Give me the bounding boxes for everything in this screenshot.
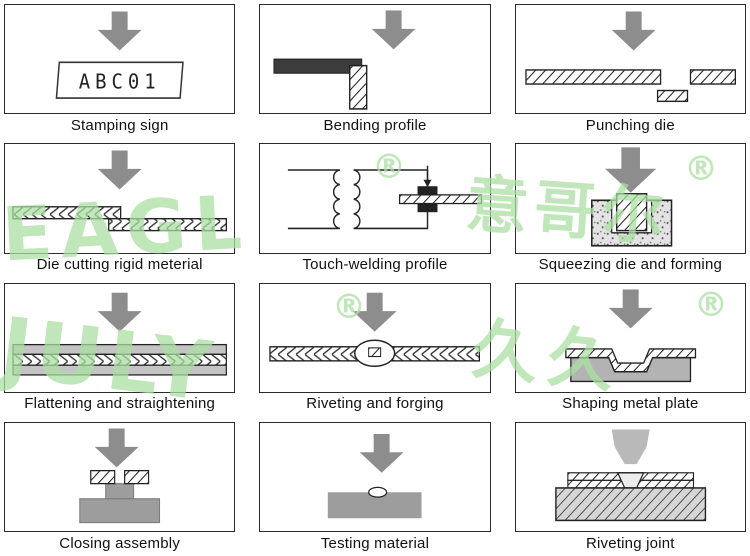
panel-testing-material: Testing material — [259, 421, 491, 554]
electrode-bottom — [417, 203, 438, 213]
transformer-primary-coil — [333, 169, 341, 230]
panel-squeezing-die: Squeezing die and forming — [514, 143, 746, 275]
testing-material-diagram — [328, 433, 422, 519]
caption-testing-material: Testing material — [320, 534, 430, 552]
caption-die-cutting: Die cutting rigid meterial — [36, 256, 203, 273]
punching-die-diagram — [524, 11, 736, 103]
panel-touch-welding: Touch-welding profile — [259, 143, 491, 275]
down-arrow-icon — [372, 10, 416, 50]
electrode-top — [417, 186, 438, 196]
caption-squeezing-die: Squeezing die and forming — [538, 256, 723, 273]
stamping-sign-diagram: ABC01 — [55, 11, 184, 99]
riveting-joint-diagram — [554, 429, 706, 521]
caption-bending-profile: Bending profile — [323, 116, 427, 134]
caption-touch-welding: Touch-welding profile — [302, 256, 448, 273]
panel-riveting-joint: Riveting joint — [514, 421, 746, 554]
squeezing-die-diagram — [590, 147, 672, 247]
down-arrow-icon — [97, 11, 142, 51]
down-arrow-icon — [611, 11, 656, 51]
caption-riveting-forging: Riveting and forging — [306, 395, 444, 413]
caption-stamping-sign: Stamping sign — [70, 116, 169, 134]
down-arrow-icon — [608, 288, 653, 328]
down-arrow-icon — [604, 147, 656, 193]
formed-sheet — [564, 347, 696, 372]
panel-grid: ABC01 Stamping sign Bending profile — [4, 4, 746, 554]
down-arrow-icon — [353, 292, 397, 332]
panel-bending-profile: Bending profile — [259, 4, 491, 136]
flattening-diagram — [12, 292, 227, 376]
panel-punching-die: Punching die — [514, 4, 746, 136]
caption-shaping-plate: Shaping metal plate — [562, 395, 699, 413]
panel-flattening: Flattening and straightening — [4, 282, 236, 415]
shaping-plate-diagram — [564, 288, 696, 382]
sign-text: ABC01 — [79, 70, 161, 94]
panel-shaping-plate: Shaping metal plate — [514, 282, 746, 415]
die-cutting-diagram — [12, 150, 227, 232]
caption-riveting-joint: Riveting joint — [585, 534, 675, 552]
touch-welding-diagram — [288, 165, 483, 230]
caption-flattening: Flattening and straightening — [24, 395, 216, 413]
panel-die-cutting: Die cutting rigid meterial — [4, 143, 236, 275]
down-arrow-icon — [97, 292, 142, 332]
transformer-secondary-coil — [353, 169, 361, 230]
bending-profile-diagram — [273, 10, 416, 110]
riveting-forging-diagram — [269, 292, 481, 367]
panel-closing-assembly: Closing assembly — [4, 421, 236, 554]
caption-closing-assembly: Closing assembly — [59, 534, 181, 552]
down-arrow-icon — [97, 150, 142, 190]
caption-punching-die: Punching die — [585, 116, 675, 134]
down-arrow-icon — [94, 428, 139, 468]
closing-assembly-diagram — [79, 428, 161, 523]
punch — [615, 193, 647, 232]
panel-stamping-sign: ABC01 Stamping sign — [4, 4, 236, 136]
panel-riveting-forging: Riveting and forging — [259, 282, 491, 415]
down-arrow-icon — [360, 433, 404, 473]
rivet-punch — [611, 429, 650, 464]
